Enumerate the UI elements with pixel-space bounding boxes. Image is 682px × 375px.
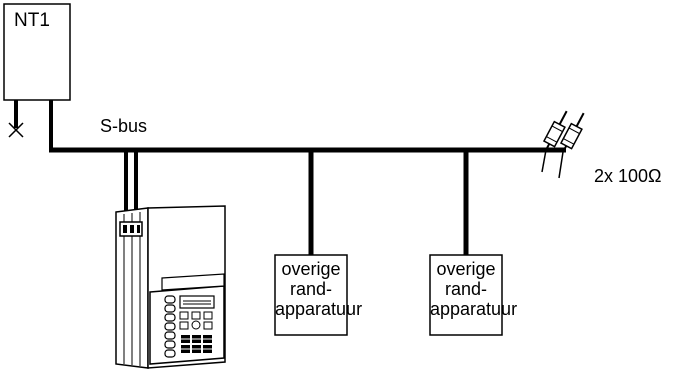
device-2-line-3: apparatuur (430, 299, 518, 319)
device-box-2 (429, 254, 503, 336)
terminator-lead (541, 149, 547, 173)
terminator-lead (558, 151, 564, 179)
device-label-1: overige rand- apparatuur (275, 259, 363, 319)
s-bus-label: S-bus (100, 116, 148, 136)
device-1-line-3: apparatuur (275, 299, 363, 319)
device-1-line-1: overige (281, 259, 341, 279)
nt1-cut-mark-icon (8, 122, 24, 138)
terminator-resistor-icon (542, 110, 568, 151)
terminator-resistor-icon (559, 112, 585, 153)
device-box-1 (274, 254, 348, 336)
isdn-telephone-icon (115, 205, 226, 369)
device-2-line-2: rand- (444, 279, 488, 299)
device-1-line-2: rand- (289, 279, 333, 299)
terminator-label: 2x 100Ω (594, 166, 662, 186)
device-label-2: overige rand- apparatuur (430, 259, 518, 319)
device-2-line-1: overige (436, 259, 496, 279)
nt1-label: NT1 (14, 10, 50, 31)
nt1-box (3, 3, 71, 101)
